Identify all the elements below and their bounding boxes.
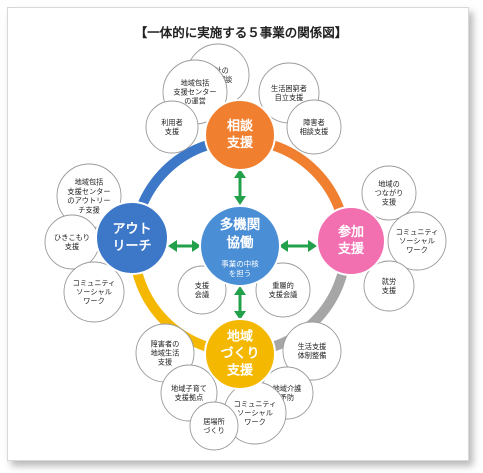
bubble-label: 会議 xyxy=(195,290,209,299)
bubble-center-1: 支援会議 xyxy=(177,265,227,315)
bubble-label: 地域包括 xyxy=(75,178,104,187)
bubble-label: ワーク xyxy=(83,297,105,306)
bubble-circle xyxy=(145,100,199,154)
bubble-circle xyxy=(387,211,447,271)
center-circle xyxy=(199,205,281,287)
bubble-label: 支援 xyxy=(382,198,396,207)
bubble-label: 地域の xyxy=(378,179,400,188)
hub-participation-support-label: 支援 xyxy=(337,241,365,257)
bubble-label: コミュニティ xyxy=(396,227,439,236)
bubble-label: 支援 xyxy=(195,281,209,290)
bubble-label: ワーク xyxy=(244,418,266,427)
bubble-label: ワーク xyxy=(406,246,428,255)
bubble-label: 重層的 xyxy=(272,281,294,290)
hub-participation-support-circle xyxy=(316,206,386,276)
hub-consultation-support-circle xyxy=(204,99,276,171)
bubble-label: ソーシャル xyxy=(237,409,273,418)
arrow-center-right xyxy=(279,240,317,252)
center-sublabel: 事業の中核 xyxy=(221,259,259,269)
bubble-label: 支援拠点 xyxy=(175,393,204,402)
bubble-label: つながり xyxy=(375,189,404,198)
bubble-label: 支援 xyxy=(158,358,172,367)
bubble-label: の運営 xyxy=(184,97,206,106)
bubble-label: 障害者の xyxy=(151,339,180,348)
arrow-center-left xyxy=(168,240,201,252)
center-label: 多機関 xyxy=(220,216,261,233)
bubble-label: のアウトリー xyxy=(67,196,110,205)
bubble-label: ソーシャル xyxy=(76,288,112,297)
bubble-label: チ支援 xyxy=(78,205,100,214)
hub-outreach-circle xyxy=(95,201,169,275)
bubble-circle xyxy=(255,262,311,318)
hub-consultation-support-label: 相談 xyxy=(227,118,254,134)
bubble-label: 障害者 xyxy=(303,118,325,127)
hub-consultation-support-label: 支援 xyxy=(226,135,254,151)
bubble-label: ひきこもり xyxy=(54,233,90,242)
bubble-label: 支援会議 xyxy=(269,290,298,299)
bubble-label: 支援 xyxy=(382,286,396,295)
bubble-label: コミュニティ xyxy=(73,278,116,287)
bubble-label: 予防 xyxy=(280,393,294,402)
bubble-label: 地域生活 xyxy=(151,349,180,358)
bubble-circle xyxy=(282,321,342,381)
bubble-circle xyxy=(177,265,227,315)
bubble-label: 居場所 xyxy=(203,417,225,426)
center-sublabel: を担う xyxy=(229,268,252,278)
hub-outreach-label: リーチ xyxy=(112,239,151,254)
bubble-label: 就労 xyxy=(382,277,396,286)
hub-community-building-support-label: 地域 xyxy=(227,329,253,345)
bubble-circle xyxy=(63,261,125,323)
bubble-label: 地域子育て xyxy=(171,384,207,393)
bubble-label: 地域包括 xyxy=(181,78,210,87)
hub-community-building-support-circle xyxy=(204,318,276,390)
bubble-label: 相談支援 xyxy=(300,127,329,136)
arrow-center-top xyxy=(234,169,246,205)
hub-consultation-support: 相談支援 xyxy=(204,99,276,171)
bubble-circle xyxy=(363,260,415,312)
arrow-center-bottom xyxy=(234,286,246,320)
bubble-label: 支援 xyxy=(65,242,79,251)
bubble-label: 支援 xyxy=(165,127,179,136)
bubble-label: 支援センター xyxy=(67,187,110,196)
bubble-label: ソーシャル xyxy=(399,237,435,246)
bubble-label: 生活支援 xyxy=(298,342,327,351)
bubble-circle xyxy=(361,165,417,221)
bubble-label: づくり xyxy=(203,426,225,435)
bubble-label: 自立支援 xyxy=(275,93,304,102)
center-label: 協働 xyxy=(227,234,254,251)
bubble-circle xyxy=(286,99,342,155)
diagram-title: 【一体的に実施する５事業の関係図】 xyxy=(135,25,348,40)
bubble-label: 利用者 xyxy=(161,118,183,127)
hub-participation-support-label: 参加 xyxy=(338,224,364,240)
bubble-label: 体制整備 xyxy=(298,351,327,360)
bubble-label: コミュニティ xyxy=(234,399,277,408)
bubble-circle xyxy=(189,401,239,451)
bubble-label: 地域介護 xyxy=(273,384,302,393)
bubble-label: 支援センター xyxy=(173,88,216,97)
hub-community-building-support-label: づくり xyxy=(220,346,259,362)
hub-community-building-support-label: 支援 xyxy=(226,363,254,379)
hub-outreach-label: アウト xyxy=(112,222,151,237)
bubble-label: 生活困窮者 xyxy=(271,84,307,93)
